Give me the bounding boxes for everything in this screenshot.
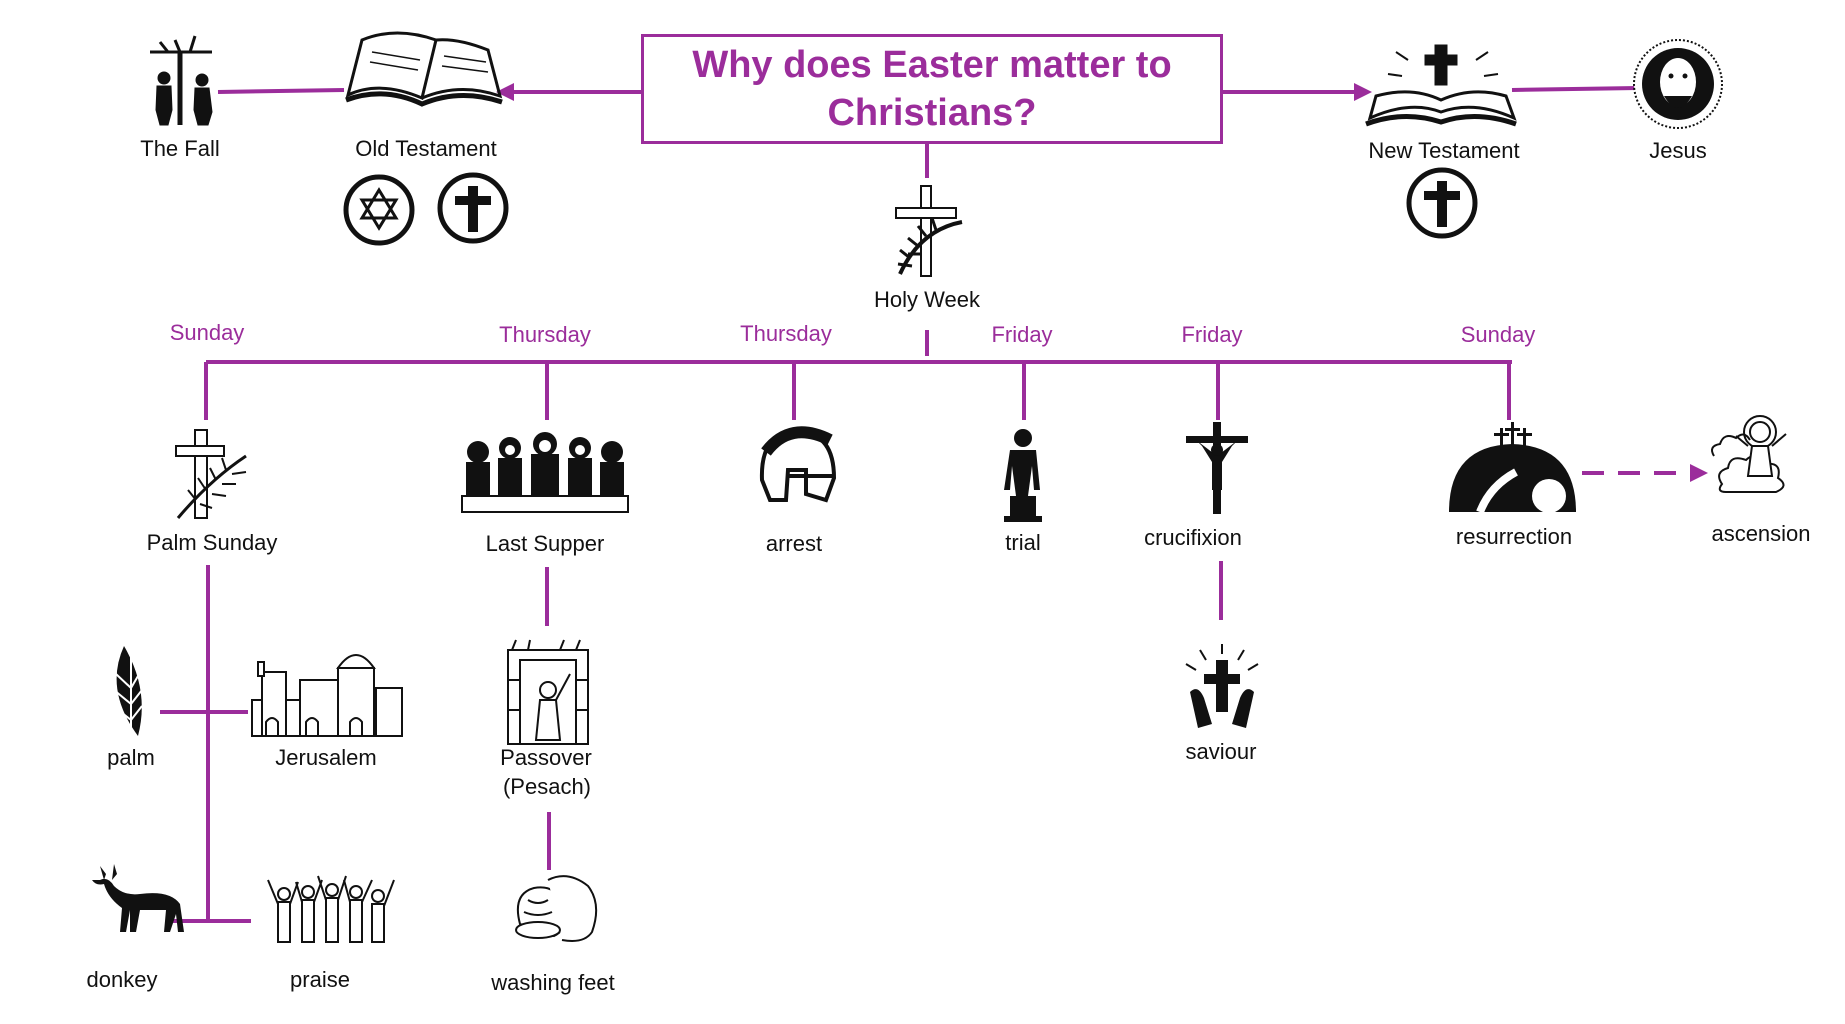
crucifix-icon xyxy=(1186,422,1248,514)
crowd-praise-icon xyxy=(267,875,395,943)
sub-jerusalem: Jerusalem xyxy=(275,745,377,770)
connectors xyxy=(160,83,1708,923)
fall-to-old-testament-line xyxy=(217,88,345,94)
open-book-icon xyxy=(345,31,503,107)
cross-circle-icon xyxy=(437,172,509,244)
donkey-icon xyxy=(92,864,184,932)
ascension-icon xyxy=(1711,415,1787,493)
sub-saviour: saviour xyxy=(1185,739,1257,764)
bible-cross-icon xyxy=(1365,44,1517,127)
sub-praise: praise xyxy=(290,967,350,992)
label-holy-week: Holy Week xyxy=(874,287,980,312)
last-supper-icon xyxy=(461,432,629,513)
sub-passover-line2: (Pesach) xyxy=(502,774,592,799)
day-label-palm-sunday: Sunday xyxy=(169,320,245,345)
empty-tomb-icon xyxy=(1449,422,1576,514)
jesus-portrait-icon xyxy=(1633,39,1723,129)
passover-door-icon xyxy=(507,639,589,745)
day-label-last-supper: Thursday xyxy=(499,322,591,347)
jerusalem-city-icon xyxy=(251,654,403,737)
sub-palm: palm xyxy=(107,745,155,770)
label-jesus: Jesus xyxy=(1649,138,1707,163)
day-label-arrest: Thursday xyxy=(740,321,832,346)
sub-washing-feet: washing feet xyxy=(491,970,615,995)
label-new-testament: New Testament xyxy=(1368,138,1520,163)
event-resurrection: resurrection xyxy=(1455,524,1573,549)
label-old-testament: Old Testament xyxy=(355,136,497,161)
event-palm-sunday: Palm Sunday xyxy=(146,530,278,555)
event-arrest: arrest xyxy=(765,531,823,556)
event-ascension: ascension xyxy=(1711,521,1811,546)
sub-donkey: donkey xyxy=(86,967,158,992)
new-testament-to-jesus-line xyxy=(1511,86,1639,92)
cross-circle-icon xyxy=(1406,167,1478,239)
sub-passover-line1: Passover xyxy=(500,745,592,770)
event-trial: trial xyxy=(1005,530,1041,555)
roman-statue-icon xyxy=(1004,429,1042,522)
day-label-crucifixion: Friday xyxy=(1181,322,1243,347)
label-the-fall: The Fall xyxy=(140,136,220,161)
hands-cross-icon xyxy=(1185,644,1259,728)
cross-palm-icon xyxy=(895,185,963,277)
event-crucifixion: crucifixion xyxy=(1144,525,1242,550)
page-title: Why does Easter matter to Christians? xyxy=(641,34,1223,144)
cross-palm-icon xyxy=(175,429,247,519)
day-label-resurrection: Sunday xyxy=(1460,322,1536,347)
event-last-supper: Last Supper xyxy=(485,531,605,556)
roman-helmet-icon xyxy=(759,426,837,503)
adam-eve-tree-icon xyxy=(150,35,213,126)
star-of-david-icon xyxy=(343,174,415,246)
palm-leaf-icon xyxy=(113,646,143,736)
day-label-trial: Friday xyxy=(991,322,1053,347)
washing-feet-icon xyxy=(515,875,598,942)
